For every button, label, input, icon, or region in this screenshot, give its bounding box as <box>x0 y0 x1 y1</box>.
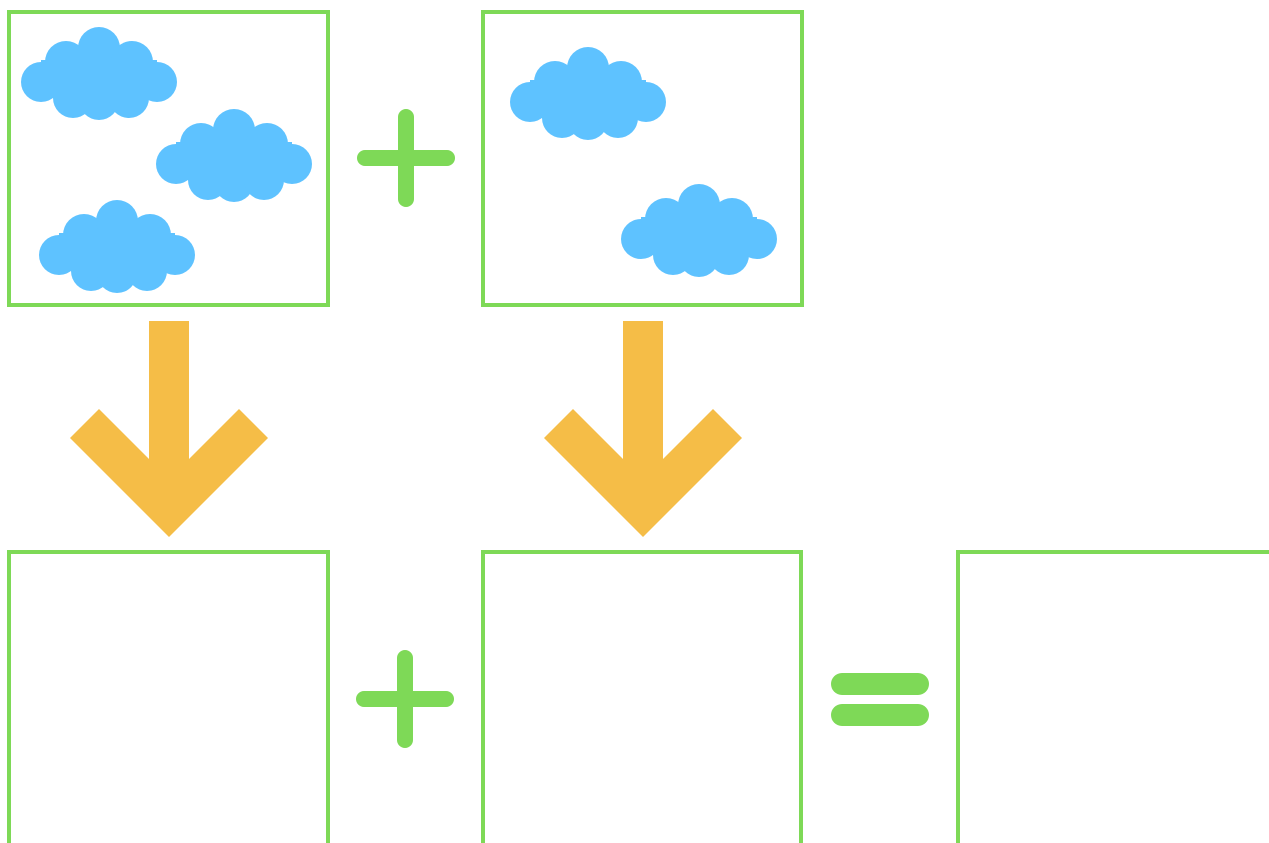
answer-box-2[interactable] <box>481 550 803 843</box>
cloud-group-box-1 <box>7 10 330 307</box>
plus-icon <box>357 109 455 207</box>
cloud-group-box-2 <box>481 10 804 307</box>
plus-icon <box>356 650 454 748</box>
answer-box-1[interactable] <box>7 550 330 843</box>
arrow-down-icon <box>70 321 268 537</box>
arrow-down-icon <box>544 321 742 537</box>
equals-icon <box>831 673 929 726</box>
answer-box-result[interactable] <box>956 550 1269 843</box>
